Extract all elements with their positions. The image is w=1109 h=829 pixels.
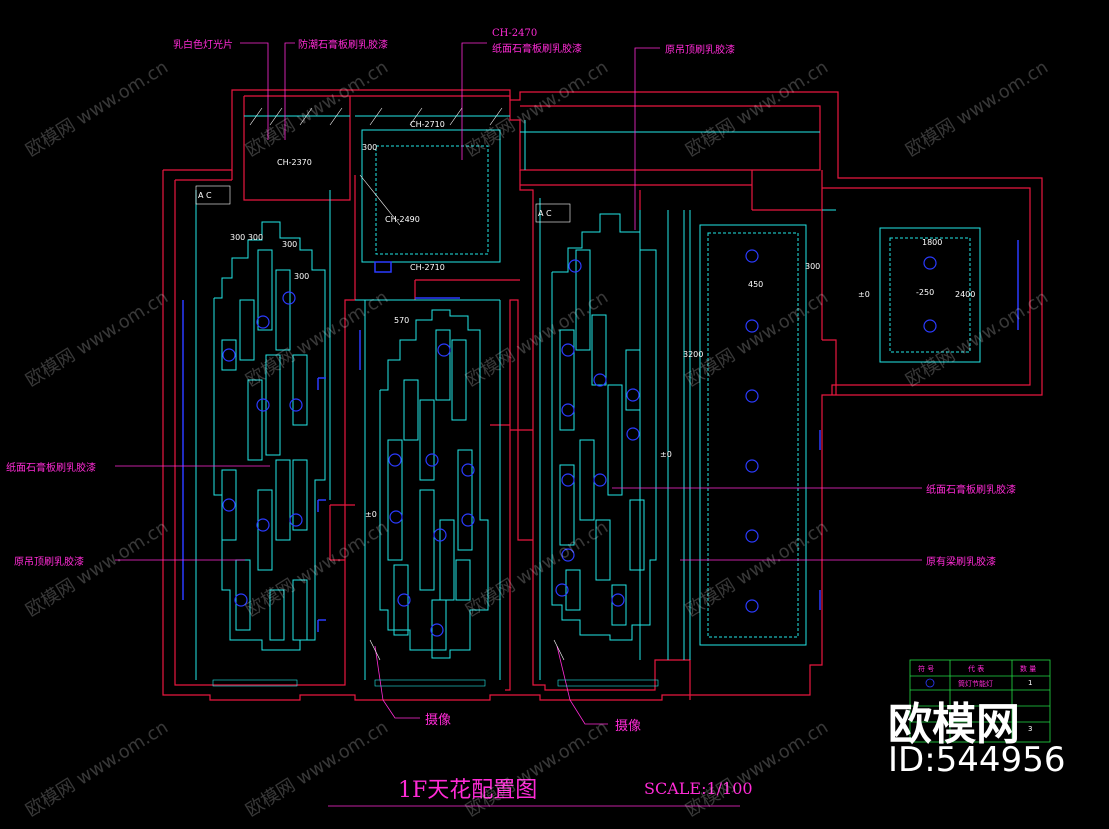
room-ch2710: [361, 129, 501, 263]
label-camera-1: 摄像: [425, 713, 452, 728]
light-panels-right: [551, 213, 657, 641]
dim-300-c: 300: [362, 143, 378, 152]
dim-300-300: 300 300: [230, 233, 264, 242]
label-milky-light: 乳白色灯光片: [173, 40, 233, 51]
drawing-scale: SCALE:1/100: [644, 779, 753, 798]
label-right-original: 原有梁刷乳胶漆: [926, 557, 996, 568]
label-ch2470: CH-2470: [492, 28, 538, 39]
legend-table: [909, 659, 1051, 743]
label-gypsum-top: 防潮石膏板刷乳胶漆: [298, 40, 388, 51]
vents: [182, 240, 1019, 632]
label-left-original: 原吊顶刷乳胶漆: [14, 557, 84, 568]
label-camera-2: 摄像: [615, 719, 642, 734]
dim-570: 570: [394, 316, 410, 325]
leader-lines: [115, 42, 922, 807]
elev-pm0-c: ±0: [365, 510, 377, 519]
label-left-gypsum: 纸面石膏板刷乳胶漆: [6, 463, 96, 474]
watermark-id: ID:544956: [888, 740, 1066, 780]
elev-pm0-a: ±0: [858, 290, 870, 299]
legend-row2-qty: 3: [1028, 725, 1033, 733]
legend-row1-qty: 1: [1028, 679, 1033, 687]
legend-header-qty: 数 量: [1020, 665, 1037, 673]
legend-header-meaning: 代 表: [968, 665, 985, 673]
room-label-ch2710-b: CH-2710: [410, 263, 445, 272]
beam-panel: [699, 224, 807, 646]
legend-row1-desc: 筒灯节能灯: [958, 680, 993, 688]
elev-pm0-b: ±0: [660, 450, 672, 459]
room-label-ch2710-a: CH-2710: [410, 120, 445, 129]
room-label-ch2370: CH-2370: [277, 158, 312, 167]
legend-header-symbol: 符 号: [918, 665, 935, 673]
dim-1800: 1800: [922, 238, 943, 247]
dim-450: 450: [748, 280, 764, 289]
light-panels-middle: [379, 309, 489, 659]
dim-300-d: 300: [805, 262, 821, 271]
downlights: [222, 249, 937, 637]
room-label-ch2490: CH-2490: [385, 215, 420, 224]
ceiling-lines: [195, 115, 981, 680]
wall-outlines: [162, 89, 1043, 701]
ac-tag-1: A C: [198, 191, 212, 200]
label-ch2470-desc: 纸面石膏板刷乳胶漆: [492, 44, 582, 55]
dim-2400: 2400: [955, 290, 976, 299]
label-original-top: 原吊顶刷乳胶漆: [665, 45, 735, 56]
dim-3200: 3200: [683, 350, 704, 359]
watermark-logo: 欧模网: [888, 699, 1020, 750]
dim-300-a: 300: [282, 240, 298, 249]
dim-300-b: 300: [294, 272, 310, 281]
dim-minus-250: -250: [916, 288, 935, 297]
light-panels-left: [213, 221, 326, 651]
misc-lines: [195, 107, 659, 687]
label-right-gypsum: 纸面石膏板刷乳胶漆: [926, 485, 1016, 496]
drawing-title: 1F天花配置图: [398, 778, 538, 803]
ac-tag-2: A C: [538, 209, 552, 218]
